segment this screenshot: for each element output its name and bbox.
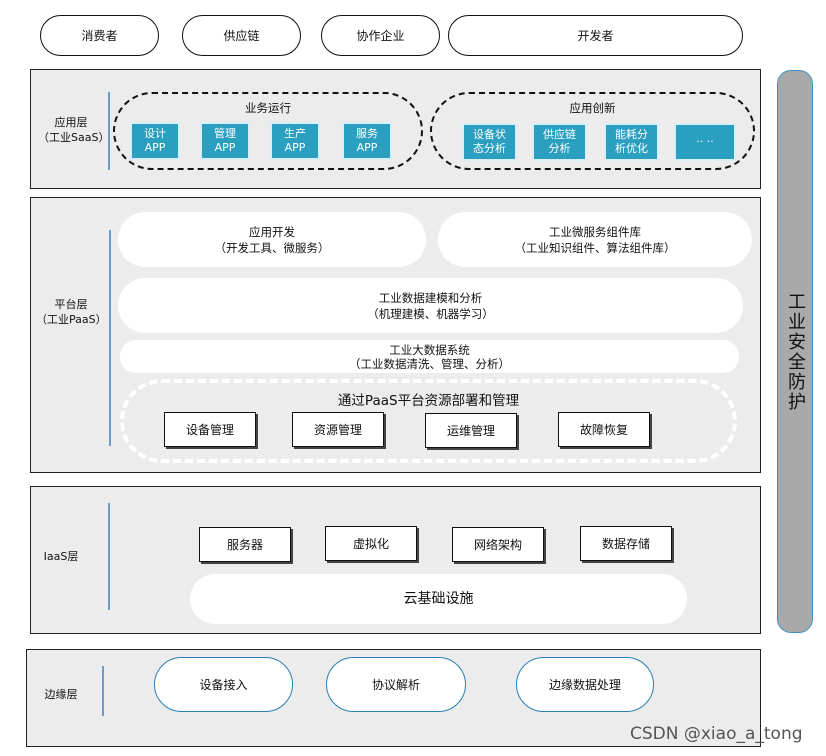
innovation-group-title: 应用创新	[569, 101, 616, 115]
app-tile-service: 服务 APP	[342, 122, 392, 160]
app-tile-equipment-analysis: 设备状 态分析	[462, 123, 517, 161]
paas-layer-label: 平台层 （工业PaaS）	[36, 298, 107, 326]
security-label: 工业安全防护	[785, 291, 806, 412]
edge-data-processing-pill: 边缘数据处理	[516, 657, 654, 712]
micro-service-library-title: 工业微服务组件库	[549, 224, 641, 239]
data-modeling-block: 工业数据建模和分析 （机理建模、机器学习）	[118, 278, 743, 333]
deployment-title: 通过PaaS平台资源部署和管理	[337, 393, 520, 409]
role-supply-chain: 供应链	[182, 15, 301, 56]
data-storage-box: 数据存储	[580, 526, 672, 561]
app-tile-management: 管理 APP	[200, 122, 250, 160]
ops-management-box: 运维管理	[425, 413, 517, 448]
data-modeling-title: 工业数据建模和分析	[378, 290, 483, 305]
micro-service-library-block: 工业微服务组件库 （工业知识组件、算法组件库）	[438, 212, 752, 267]
protocol-parsing-pill: 协议解析	[326, 657, 466, 712]
edge-divider	[102, 666, 104, 716]
app-dev-title: 应用开发	[249, 224, 295, 239]
app-dev-detail: （开发工具、微服务）	[214, 240, 330, 255]
big-data-block: 工业大数据系统 （工业数据清洗、管理、分析）	[120, 340, 739, 373]
device-access-pill: 设备接入	[154, 657, 293, 712]
role-developer: 开发者	[448, 15, 743, 56]
app-tile-production: 生产 APP	[270, 122, 320, 160]
app-tile-more: ·· ··	[674, 123, 736, 161]
app-tile-design: 设计 APP	[130, 122, 180, 160]
role-consumer: 消费者	[40, 15, 159, 56]
fault-recovery-box: 故障恢复	[558, 412, 650, 447]
saas-layer-label: 应用层 （工业SaaS）	[38, 116, 110, 144]
network-architecture-box: 网络架构	[452, 527, 544, 562]
deployment-group	[120, 379, 737, 463]
saas-divider	[108, 92, 110, 170]
device-management-box: 设备管理	[164, 412, 256, 447]
paas-divider	[109, 230, 111, 446]
big-data-title: 工业大数据系统	[389, 342, 470, 357]
iaas-layer-label: IaaS层	[43, 549, 79, 563]
business-group	[113, 92, 423, 170]
business-group-title: 业务运行	[245, 101, 291, 115]
server-box: 服务器	[199, 527, 291, 562]
data-modeling-detail: （机理建模、机器学习）	[367, 306, 494, 321]
app-tile-energy-optimization: 能耗分 析优化	[604, 123, 659, 161]
security-bar: 工业安全防护	[777, 70, 813, 633]
resource-management-box: 资源管理	[292, 412, 384, 447]
micro-service-library-detail: （工业知识组件、算法组件库）	[514, 240, 676, 255]
app-dev-block: 应用开发 （开发工具、微服务）	[118, 212, 426, 267]
app-tile-supply-chain-analysis: 供应链 分析	[532, 123, 587, 161]
iaas-divider	[108, 503, 110, 610]
watermark: CSDN @xiao_a_tong	[630, 724, 803, 744]
virtualization-box: 虚拟化	[325, 526, 417, 561]
innovation-group	[430, 92, 755, 170]
big-data-detail: （工业数据清洗、管理、分析）	[349, 356, 510, 371]
cloud-infrastructure-block: 云基础设施	[190, 574, 687, 624]
role-partner-enterprise: 协作企业	[321, 15, 440, 56]
edge-layer-label: 边缘层	[44, 687, 78, 701]
